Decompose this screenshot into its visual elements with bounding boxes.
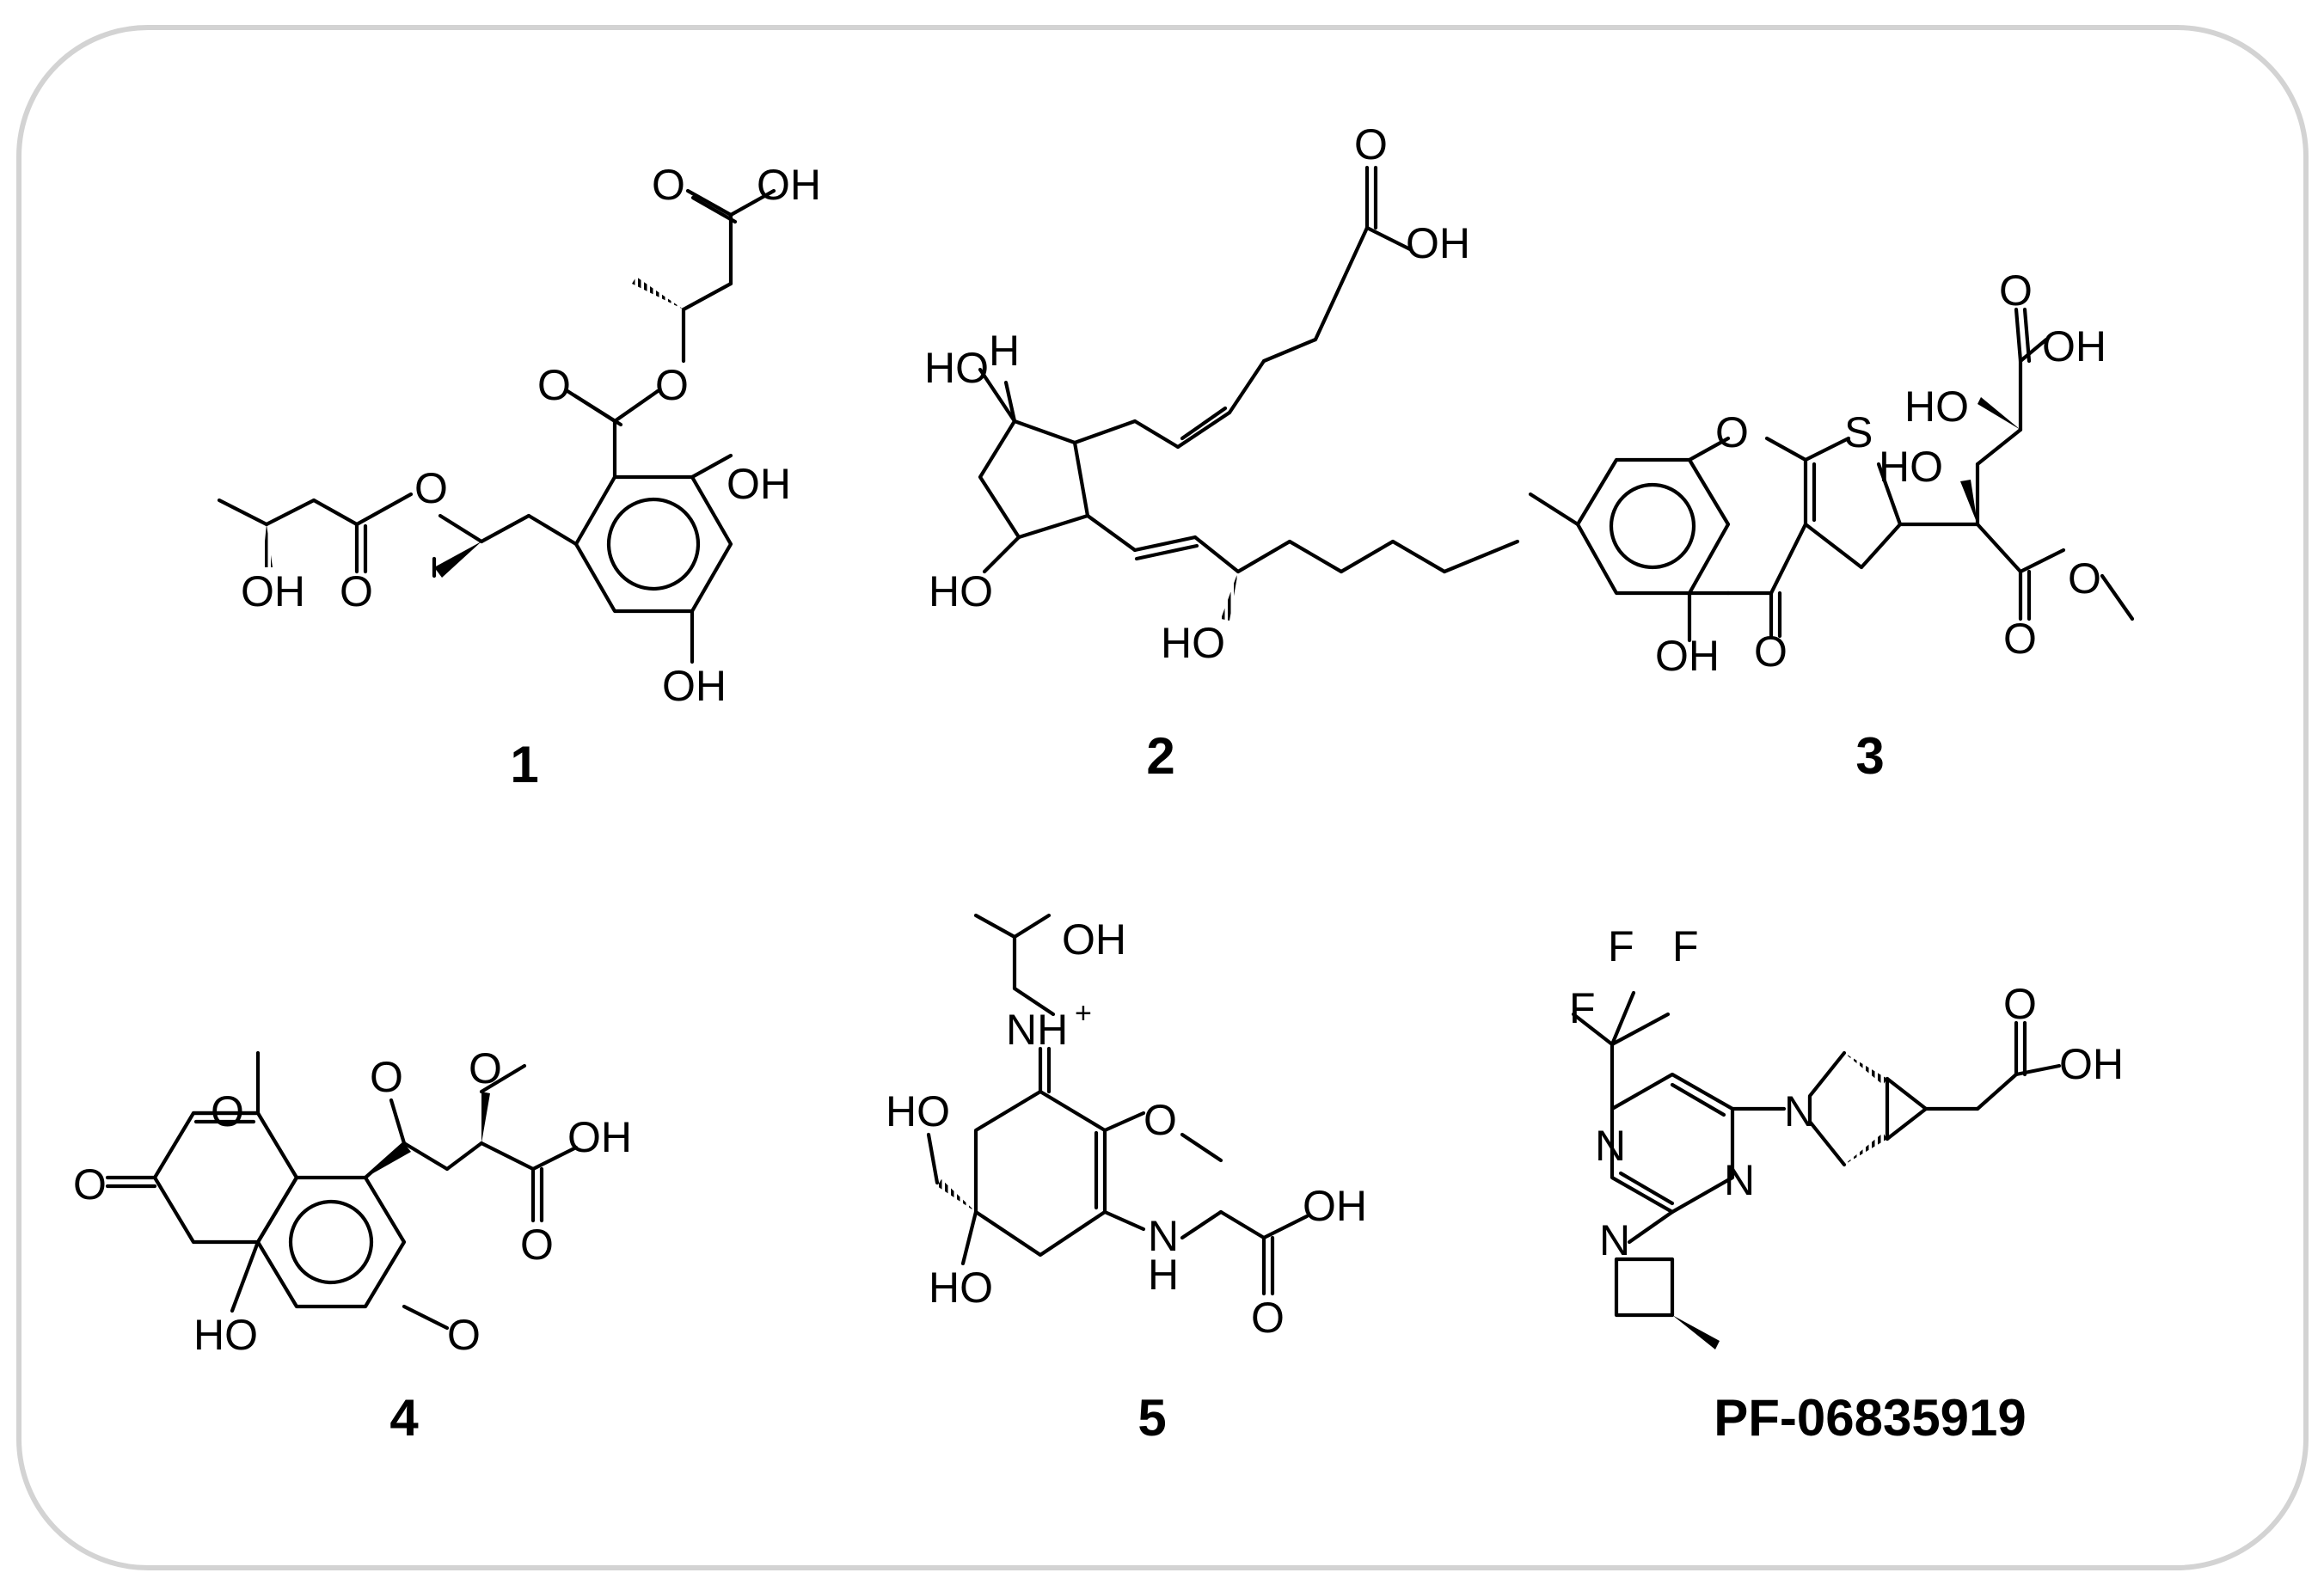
atom-label: O (1999, 266, 2033, 315)
atom-label: H (1148, 1251, 1179, 1299)
atom-label: HO (924, 344, 989, 392)
compound-label: 2 (1146, 727, 1174, 785)
atom-label: OH (567, 1113, 632, 1161)
atom-label: O (211, 1087, 244, 1135)
atom-label: O (2068, 554, 2101, 603)
atom-label: O (414, 464, 448, 512)
compound-pf-06835919-structure (1571, 990, 2062, 1349)
atom-label: O (1754, 627, 1787, 676)
atom-label: O (1715, 408, 1749, 456)
atom-label: F (1569, 984, 1596, 1032)
atom-label: O (1354, 120, 1388, 168)
atom-label: O (2003, 615, 2037, 663)
atom-label: N (1148, 1212, 1179, 1260)
atom-label: N (1599, 1216, 1630, 1264)
atom-label: O (469, 1044, 502, 1092)
atom-label: N (1724, 1156, 1755, 1204)
atom-label: F (1672, 922, 1699, 970)
rounded-frame (16, 25, 2309, 1570)
atom-label: F (1608, 922, 1634, 970)
atom-label: OH (727, 460, 791, 508)
atom-label: HO (929, 1264, 993, 1312)
compound-label: 3 (1855, 727, 1884, 785)
atom-label: HO (929, 567, 993, 615)
atom-label: HO (1879, 443, 1943, 491)
atom-label: HO (886, 1087, 950, 1135)
atom-label: H (989, 327, 1020, 375)
atom-label: OH (1303, 1182, 1367, 1230)
atom-label: OH (241, 567, 305, 615)
atom-label: O (652, 161, 685, 209)
compound-label: 1 (510, 736, 538, 793)
atom-label: O (2003, 980, 2037, 1028)
compound-4-structure (105, 1050, 579, 1331)
atom-label: O (73, 1160, 107, 1209)
compound-2-structure (978, 165, 1520, 621)
atom-label: S (1844, 408, 1873, 456)
atom-label: OH (2042, 322, 2106, 370)
atom-label: O (655, 361, 689, 409)
atom-label: O (447, 1311, 481, 1359)
atom-label: OH (662, 662, 727, 710)
compound-label: PF-06835919 (1714, 1389, 2027, 1447)
atom-label: OH (1655, 632, 1720, 680)
atom-label: O (1251, 1294, 1285, 1342)
atom-charge: + (1075, 997, 1092, 1030)
compound-5-structure (926, 913, 1309, 1296)
atom-label: HO (193, 1311, 258, 1359)
atom-label: N (1595, 1122, 1626, 1170)
compound-3-structure (1528, 307, 2135, 643)
atom-label: O (1144, 1096, 1177, 1144)
atom-label: N (1784, 1087, 1815, 1135)
atom-label: O (370, 1053, 403, 1101)
atom-label: OH (1062, 915, 1126, 964)
atom-label: OH (757, 161, 821, 209)
atom-label: OH (1406, 219, 1470, 267)
compound-1-structure (217, 188, 776, 664)
atom-label: O (520, 1221, 554, 1269)
compound-label: 4 (389, 1389, 419, 1447)
atom-label: O (340, 567, 373, 615)
atom-label: HO (1161, 619, 1225, 667)
atom-label: NH (1006, 1006, 1068, 1054)
atom-label: HO (1904, 382, 1969, 431)
atom-label: O (537, 361, 571, 409)
atom-label: OH (2059, 1040, 2124, 1088)
compound-label: 5 (1137, 1389, 1166, 1447)
